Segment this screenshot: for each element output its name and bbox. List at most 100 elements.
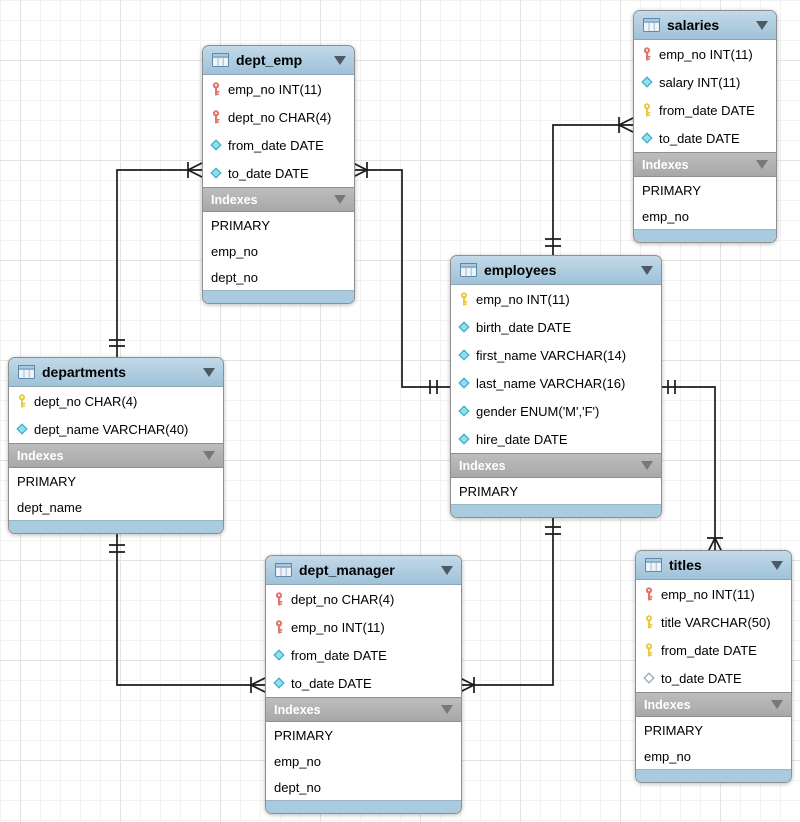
index-row[interactable]: dept_name [9, 494, 223, 520]
table-header[interactable]: employees [451, 256, 661, 285]
field-label: to_date DATE [228, 165, 309, 181]
field-row[interactable]: from_date DATE [203, 131, 354, 159]
collapse-arrow-icon[interactable] [203, 367, 215, 377]
index-row[interactable]: dept_no [266, 774, 461, 800]
field-row[interactable]: emp_no INT(11) [634, 40, 776, 68]
field-row[interactable]: last_name VARCHAR(16) [451, 369, 661, 397]
index-row[interactable]: PRIMARY [634, 177, 776, 203]
indexes-label: Indexes [274, 702, 321, 717]
indexes-header[interactable]: Indexes [451, 453, 661, 478]
table-title: employees [484, 262, 557, 278]
field-row[interactable]: title VARCHAR(50) [636, 608, 791, 636]
table-employees[interactable]: employees emp_no INT(11) birth_date DATE… [450, 255, 662, 518]
field-label: salary INT(11) [659, 74, 741, 90]
table-header[interactable]: dept_manager [266, 556, 461, 585]
field-row[interactable]: from_date DATE [266, 641, 461, 669]
field-label: emp_no INT(11) [291, 619, 385, 635]
collapse-arrow-icon[interactable] [641, 461, 653, 470]
field-row[interactable]: to_date DATE [634, 124, 776, 152]
field-row[interactable]: to_date DATE [266, 669, 461, 697]
field-row[interactable]: emp_no INT(11) [266, 613, 461, 641]
table-dept-manager[interactable]: dept_manager dept_no CHAR(4) emp_no INT(… [265, 555, 462, 814]
cyan-diamond-icon [458, 377, 470, 389]
table-header[interactable]: dept_emp [203, 46, 354, 75]
field-row[interactable]: dept_no CHAR(4) [266, 585, 461, 613]
cyan-diamond-icon [210, 167, 222, 179]
collapse-arrow-icon[interactable] [771, 700, 783, 709]
indexes-header[interactable]: Indexes [9, 443, 223, 468]
table-header[interactable]: salaries [634, 11, 776, 40]
field-row[interactable]: emp_no INT(11) [203, 75, 354, 103]
field-row[interactable]: dept_no CHAR(4) [9, 387, 223, 415]
indexes-header[interactable]: Indexes [266, 697, 461, 722]
field-label: birth_date DATE [476, 319, 572, 335]
relationship-departments-dept-manager[interactable] [109, 528, 266, 693]
field-row[interactable]: first_name VARCHAR(14) [451, 341, 661, 369]
field-row[interactable]: dept_name VARCHAR(40) [9, 415, 223, 443]
table-footer [451, 504, 661, 517]
indexes-header[interactable]: Indexes [636, 692, 791, 717]
collapse-arrow-icon[interactable] [441, 565, 453, 575]
collapse-arrow-icon[interactable] [441, 705, 453, 714]
index-row[interactable]: emp_no [636, 743, 791, 769]
table-title: dept_manager [299, 562, 395, 578]
field-row[interactable]: from_date DATE [634, 96, 776, 124]
field-row[interactable]: salary INT(11) [634, 68, 776, 96]
field-row[interactable]: from_date DATE [636, 636, 791, 664]
yellow-key-icon [645, 615, 653, 629]
field-row[interactable]: emp_no INT(11) [636, 580, 791, 608]
relationship-salaries-employees[interactable] [545, 117, 634, 257]
collapse-arrow-icon[interactable] [334, 195, 346, 204]
relationship-employees-dept-manager[interactable] [459, 512, 561, 693]
index-row[interactable]: PRIMARY [451, 478, 661, 504]
index-row[interactable]: PRIMARY [266, 722, 461, 748]
cyan-diamond-icon [641, 132, 653, 144]
table-title: dept_emp [236, 52, 303, 68]
field-row[interactable]: to_date DATE [636, 664, 791, 692]
index-row[interactable]: dept_no [203, 264, 354, 290]
index-row[interactable]: PRIMARY [636, 717, 791, 743]
relationship-dept-emp-departments[interactable] [109, 162, 203, 357]
cyan-diamond-icon [458, 405, 470, 417]
collapse-arrow-icon[interactable] [756, 20, 768, 30]
red-key-icon [212, 82, 220, 96]
table-dept-emp[interactable]: dept_emp emp_no INT(11) dept_no CHAR(4) … [202, 45, 355, 304]
indexes-label: Indexes [644, 697, 691, 712]
indexes-header[interactable]: Indexes [203, 187, 354, 212]
field-row[interactable]: emp_no INT(11) [451, 285, 661, 313]
table-header[interactable]: titles [636, 551, 791, 580]
table-salaries[interactable]: salaries emp_no INT(11) salary INT(11) f… [633, 10, 777, 243]
collapse-arrow-icon[interactable] [641, 265, 653, 275]
red-key-icon [645, 587, 653, 601]
collapse-arrow-icon[interactable] [334, 55, 346, 65]
field-label: dept_name VARCHAR(40) [34, 421, 189, 437]
relationship-dept-emp-employees[interactable] [352, 162, 450, 394]
collapse-arrow-icon[interactable] [771, 560, 783, 570]
collapse-arrow-icon[interactable] [203, 451, 215, 460]
field-row[interactable]: dept_no CHAR(4) [203, 103, 354, 131]
index-row[interactable]: emp_no [203, 238, 354, 264]
field-row[interactable]: gender ENUM('M','F') [451, 397, 661, 425]
index-row[interactable]: PRIMARY [203, 212, 354, 238]
indexes-header[interactable]: Indexes [634, 152, 776, 177]
table-header[interactable]: departments [9, 358, 223, 387]
table-departments[interactable]: departments dept_no CHAR(4) dept_name VA… [8, 357, 224, 534]
field-row[interactable]: hire_date DATE [451, 425, 661, 453]
yellow-key-icon [645, 643, 653, 657]
field-label: to_date DATE [661, 670, 742, 686]
relationship-employees-titles[interactable] [660, 380, 723, 553]
field-label: hire_date DATE [476, 431, 568, 447]
field-label: to_date DATE [659, 130, 740, 146]
index-row[interactable]: emp_no [266, 748, 461, 774]
indexes-label: Indexes [459, 458, 506, 473]
index-row[interactable]: PRIMARY [9, 468, 223, 494]
collapse-arrow-icon[interactable] [756, 160, 768, 169]
table-title: titles [669, 557, 702, 573]
index-row[interactable]: emp_no [634, 203, 776, 229]
field-row[interactable]: to_date DATE [203, 159, 354, 187]
field-row[interactable]: birth_date DATE [451, 313, 661, 341]
table-titles[interactable]: titles emp_no INT(11) title VARCHAR(50) … [635, 550, 792, 783]
cyan-diamond-icon [16, 423, 28, 435]
